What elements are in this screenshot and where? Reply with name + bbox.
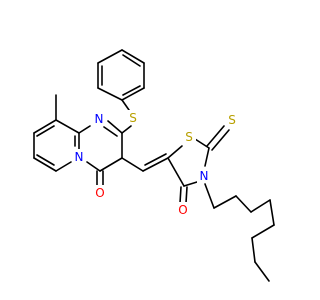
atom-nitrogen-thiazolidinone: N — [197, 168, 211, 183]
atom-oxygen-thiazolidinone: O — [176, 202, 190, 217]
chemical-structure: N N N O O S S S — [33, 49, 275, 282]
atom-label-o2: O — [178, 203, 187, 217]
atom-sulfur-ring: S — [182, 129, 196, 144]
atom-labels: N N N O O S S S — [72, 110, 239, 217]
atom-label-s3: S — [228, 113, 236, 127]
atom-label-s1: S — [129, 111, 137, 125]
atom-nitrogen-bridgehead: N — [72, 149, 86, 164]
atom-label-n3: N — [200, 169, 209, 183]
atom-label-n2: N — [75, 150, 84, 164]
atom-sulfur-thioxo: S — [225, 112, 239, 127]
atom-label-s2: S — [185, 130, 193, 144]
atom-sulfur-thioether: S — [126, 110, 140, 125]
atom-label-o1: O — [95, 186, 104, 200]
atom-label-n1: N — [95, 112, 104, 126]
bond-lines — [33, 49, 275, 282]
atom-oxygen-pyrimidinone: O — [93, 185, 107, 200]
atom-nitrogen-pyrimidine: N — [92, 111, 106, 126]
